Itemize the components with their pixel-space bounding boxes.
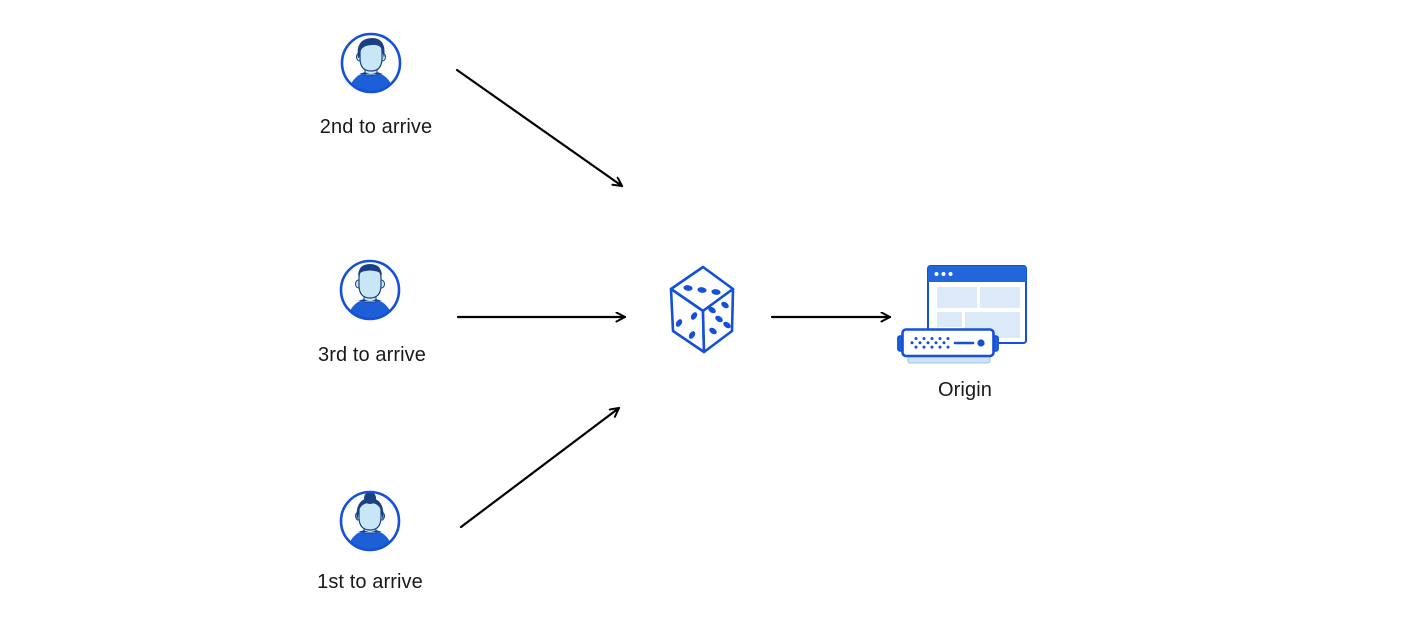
client-third-label: 3rd to arrive <box>317 344 426 366</box>
client-second-label: 2nd to arrive <box>319 116 433 138</box>
avatar-man-swept-hair-icon <box>340 32 402 94</box>
client-first-label: 1st to arrive <box>317 571 423 593</box>
avatar-woman-bun-icon <box>339 490 401 552</box>
origin-label: Origin <box>938 379 992 401</box>
server-icon <box>897 328 999 364</box>
edge-client-first-to-dice <box>459 406 621 529</box>
server-vent-dots <box>910 337 950 349</box>
avatar-man-short-hair-icon <box>339 259 401 321</box>
server-indicator-light <box>977 339 985 347</box>
dice-icon <box>669 265 735 354</box>
origin-server-icon <box>897 265 1027 364</box>
browser-window-icon <box>927 265 1027 344</box>
